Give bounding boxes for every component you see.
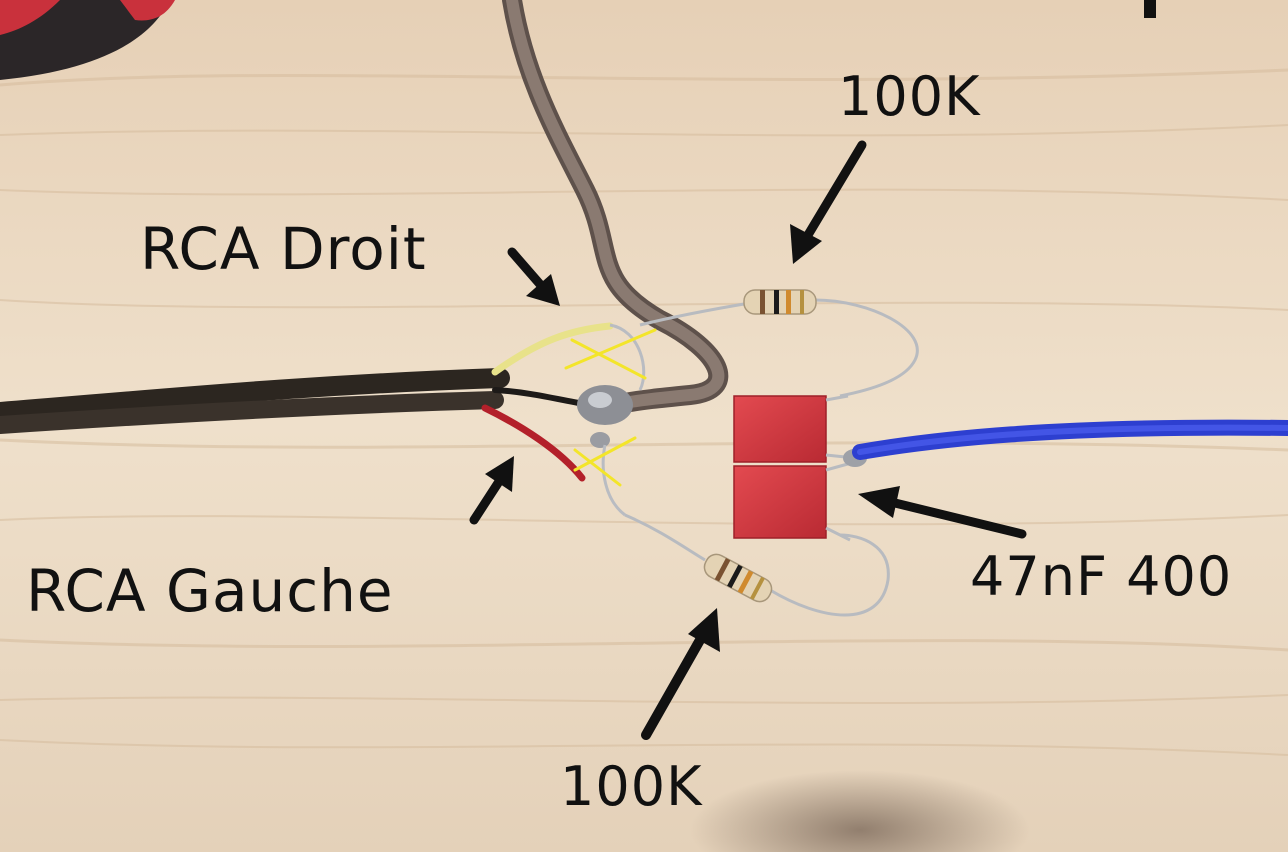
yellow-wire [491, 322, 614, 376]
bottom-resistor-lead [624, 513, 890, 617]
wood-grain [0, 68, 1288, 756]
black-cable-upper [0, 368, 510, 422]
capacitor-bottom [733, 465, 827, 539]
wood-knot [690, 770, 1030, 852]
black-cable-lower [0, 391, 504, 434]
label-resistor-bottom: 100K [560, 755, 703, 818]
yellow-cross-marks [564, 328, 657, 487]
arrow-resistor-top [790, 140, 867, 264]
capacitor-top [733, 395, 827, 463]
label-capacitor: 47nF 400 [970, 545, 1233, 608]
annotation-arrows [469, 140, 1027, 740]
resistor-top [743, 289, 817, 315]
arrow-rca-gauche [469, 456, 514, 525]
device-corner [0, 0, 175, 80]
capacitor-leads [825, 394, 856, 542]
arrow-capacitor [858, 486, 1027, 539]
arrow-rca-droit [507, 247, 560, 306]
top-resistor-lead [639, 298, 919, 398]
label-resistor-top: 100K [838, 65, 981, 128]
dark-mark-top-right [1144, 0, 1156, 18]
arrow-resistor-bottom [641, 608, 720, 740]
red-wire [481, 404, 586, 482]
solder-junction [577, 323, 646, 517]
label-rca-gauche: RCA Gauche [26, 557, 394, 625]
label-rca-droit: RCA Droit [140, 215, 427, 283]
resistor-bottom [703, 553, 773, 603]
